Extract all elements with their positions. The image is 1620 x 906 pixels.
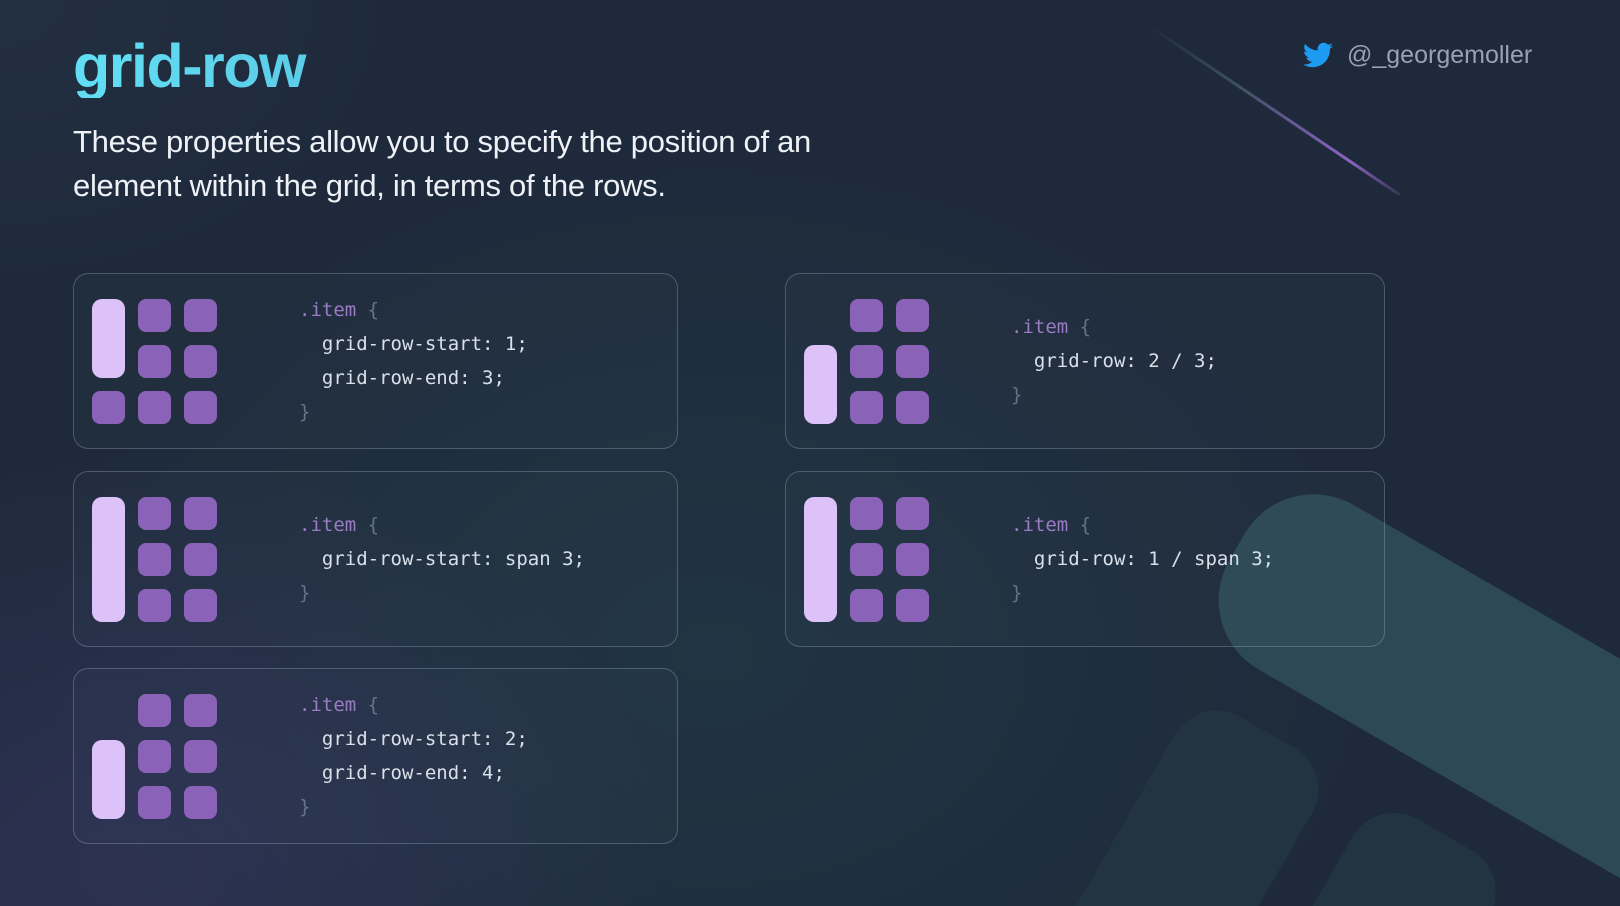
grid-cell bbox=[896, 588, 929, 622]
code-property: grid-row-end: 3; bbox=[299, 367, 505, 389]
decorative-grid-cell bbox=[1038, 692, 1336, 906]
highlighted-grid-item bbox=[92, 496, 125, 622]
twitter-attribution[interactable]: @_georgemoller bbox=[1300, 40, 1532, 70]
code-snippet: .item { grid-row: 1 / span 3;} bbox=[1011, 508, 1274, 610]
code-property: grid-row-start: 2; bbox=[299, 728, 528, 750]
grid-cell bbox=[850, 496, 883, 530]
grid-glyph bbox=[92, 693, 217, 819]
code-selector: .item bbox=[299, 299, 357, 321]
grid-glyph bbox=[92, 298, 217, 424]
highlighted-grid-item bbox=[92, 298, 125, 378]
code-selector: .item bbox=[299, 694, 357, 716]
grid-glyph bbox=[804, 496, 929, 622]
grid-cell bbox=[896, 496, 929, 530]
code-open-brace: { bbox=[356, 694, 380, 716]
grid-cell bbox=[850, 298, 883, 332]
grid-cell bbox=[184, 785, 217, 819]
grid-cell bbox=[896, 542, 929, 576]
code-open-brace: { bbox=[356, 299, 380, 321]
grid-cell bbox=[896, 344, 929, 378]
grid-cell bbox=[184, 542, 217, 576]
grid-cell bbox=[138, 542, 171, 576]
grid-cell bbox=[138, 344, 171, 378]
code-property: grid-row-start: span 3; bbox=[299, 548, 585, 570]
grid-cell bbox=[850, 542, 883, 576]
grid-cell bbox=[896, 298, 929, 332]
code-selector: .item bbox=[1011, 316, 1069, 338]
grid-cell bbox=[896, 390, 929, 424]
header: grid-row These properties allow you to s… bbox=[73, 34, 811, 208]
grid-glyph bbox=[804, 298, 929, 424]
code-open-brace: { bbox=[356, 514, 380, 536]
code-snippet: .item { grid-row-start: 1; grid-row-end:… bbox=[299, 293, 528, 429]
code-snippet: .item { grid-row-start: 2; grid-row-end:… bbox=[299, 688, 528, 824]
grid-cell bbox=[184, 496, 217, 530]
code-open-brace: { bbox=[1068, 316, 1092, 338]
code-selector: .item bbox=[1011, 514, 1069, 536]
card-grid-row-1-slash-span-3: .item { grid-row: 1 / span 3;} bbox=[785, 471, 1385, 647]
code-snippet: .item { grid-row-start: span 3;} bbox=[299, 508, 585, 610]
grid-cell bbox=[92, 390, 125, 424]
grid-cell bbox=[138, 693, 171, 727]
card-grid-row-start-1-end-3: .item { grid-row-start: 1; grid-row-end:… bbox=[73, 273, 678, 449]
grid-cell bbox=[138, 739, 171, 773]
subtitle-line-2: element within the grid, in terms of the… bbox=[73, 168, 666, 204]
highlighted-grid-item bbox=[804, 496, 837, 622]
grid-cell bbox=[138, 390, 171, 424]
grid-cell bbox=[850, 390, 883, 424]
subtitle-line-1: These properties allow you to specify th… bbox=[73, 124, 811, 160]
grid-cell bbox=[850, 588, 883, 622]
code-property: grid-row: 1 / span 3; bbox=[1011, 548, 1275, 570]
code-snippet: .item { grid-row: 2 / 3;} bbox=[1011, 310, 1217, 412]
code-property: grid-row: 2 / 3; bbox=[1011, 350, 1217, 372]
grid-cell bbox=[184, 588, 217, 622]
grid-glyph bbox=[92, 496, 217, 622]
grid-cell bbox=[184, 390, 217, 424]
page-title: grid-row bbox=[73, 34, 811, 98]
grid-cell bbox=[138, 785, 171, 819]
grid-cell bbox=[138, 496, 171, 530]
twitter-handle[interactable]: @_georgemoller bbox=[1347, 40, 1533, 69]
grid-cell bbox=[850, 344, 883, 378]
code-open-brace: { bbox=[1068, 514, 1092, 536]
code-property: grid-row-start: 1; bbox=[299, 333, 528, 355]
code-close-brace: } bbox=[299, 401, 311, 423]
grid-cell bbox=[184, 298, 217, 332]
card-grid-row-start-span-3: .item { grid-row-start: span 3;} bbox=[73, 471, 678, 647]
grid-cell bbox=[184, 693, 217, 727]
card-grid-row-start-2-end-4: .item { grid-row-start: 2; grid-row-end:… bbox=[73, 668, 678, 844]
grid-cell bbox=[138, 588, 171, 622]
highlighted-grid-item bbox=[804, 344, 837, 424]
twitter-bird-icon bbox=[1303, 42, 1333, 68]
grid-cell bbox=[138, 298, 171, 332]
grid-cell bbox=[184, 344, 217, 378]
code-close-brace: } bbox=[299, 582, 311, 604]
code-selector: .item bbox=[299, 514, 357, 536]
code-close-brace: } bbox=[1011, 384, 1023, 406]
grid-cell bbox=[184, 739, 217, 773]
highlighted-grid-item bbox=[92, 739, 125, 819]
card-grid-row-2-slash-3: .item { grid-row: 2 / 3;} bbox=[785, 273, 1385, 449]
code-close-brace: } bbox=[299, 796, 311, 818]
code-property: grid-row-end: 4; bbox=[299, 762, 505, 784]
page-subtitle: These properties allow you to specify th… bbox=[73, 120, 811, 208]
code-close-brace: } bbox=[1011, 582, 1023, 604]
